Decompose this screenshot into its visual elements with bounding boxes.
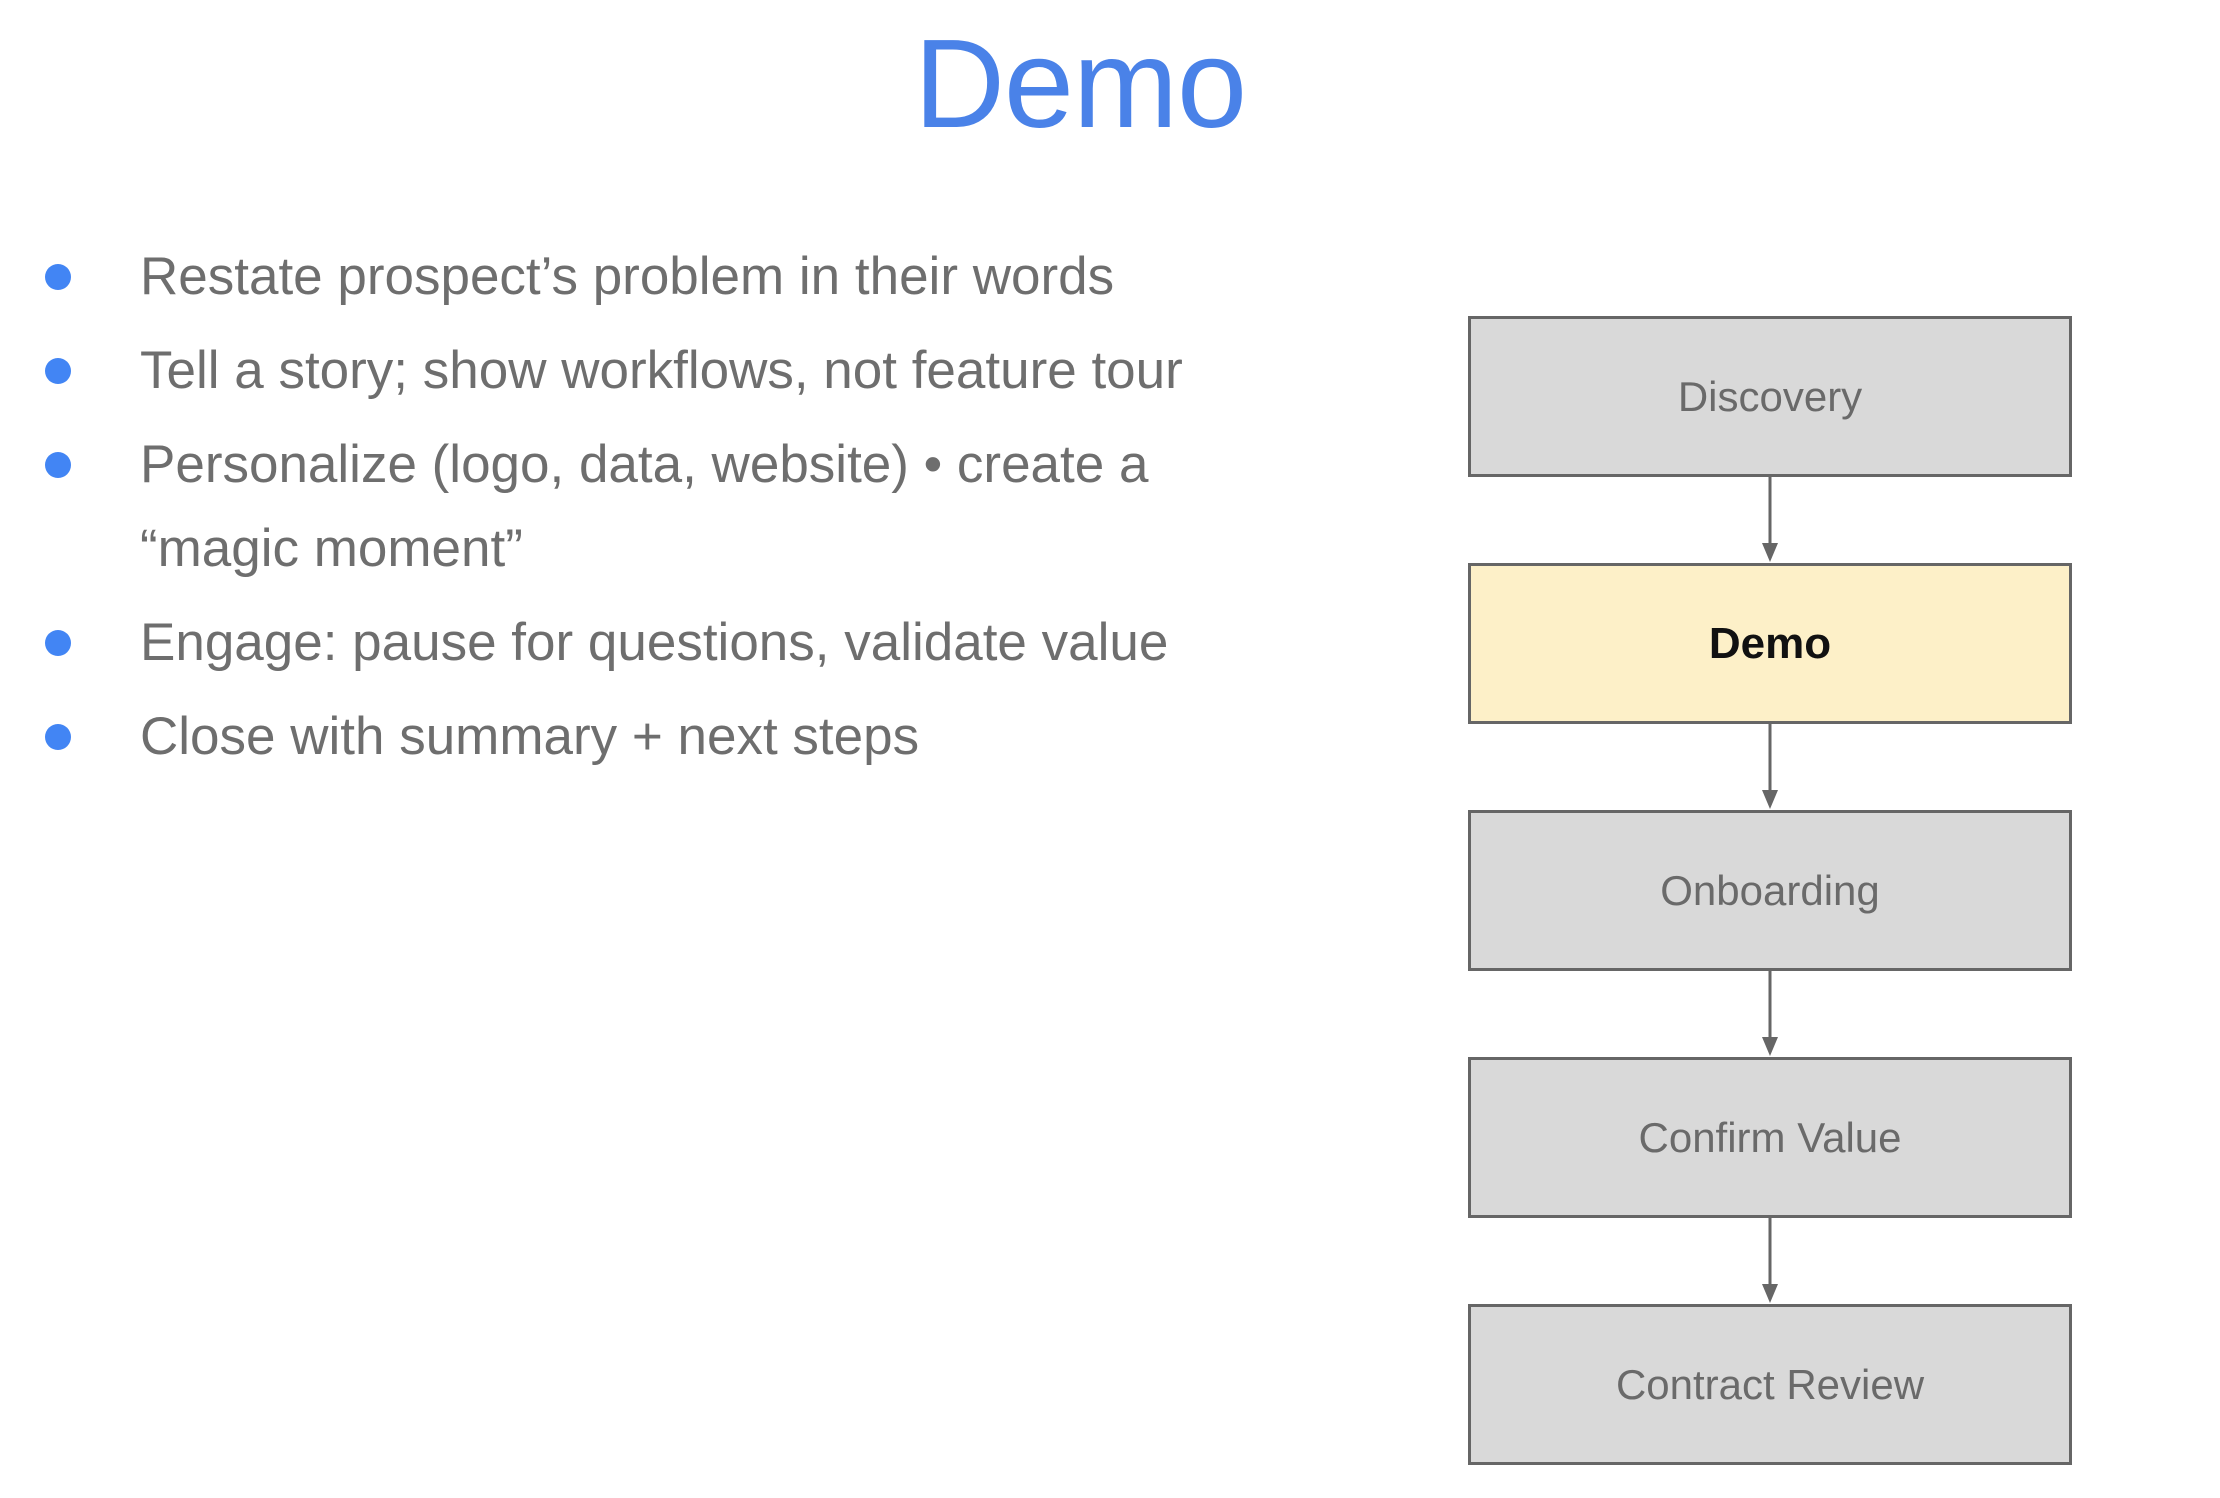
bullet-dot-icon [45,724,71,750]
list-item: Restate prospect’s problem in their word… [45,235,1465,319]
flow-step-label: Confirm Value [1638,1113,1902,1161]
flow-step-label: Contract Review [1615,1360,1925,1408]
bullet-text: Personalize (logo, data, website) • crea… [140,435,1149,494]
flow-step-onboarding: Onboarding [1468,810,2072,971]
flow-step-label: Demo [1708,618,1832,668]
list-item: Tell a story; show workflows, not featur… [45,329,1465,413]
bullet-dot-icon [45,358,71,384]
flow-arrow-icon [1468,724,2072,810]
list-item: Personalize (logo, data, website) • crea… [45,423,1465,591]
list-item: Engage: pause for questions, validate va… [45,601,1465,685]
list-item: Close with summary + next steps [45,695,1465,779]
flow-step-demo: Demo [1468,563,2072,724]
flowchart: Discovery Demo Onboarding [1468,316,2072,1465]
bullet-dot-icon [45,630,71,656]
flow-arrow-icon [1468,477,2072,563]
bullet-list: Restate prospect’s problem in their word… [45,235,1465,789]
bullet-dot-icon [45,264,71,290]
flow-step-label: Discovery [1677,372,1863,420]
flow-arrow-icon [1468,971,2072,1057]
flow-arrow-icon [1468,1218,2072,1304]
flow-step-label: Onboarding [1660,866,1880,914]
bullet-text: Restate prospect’s problem in their word… [140,247,1115,306]
bullet-text: Tell a story; show workflows, not featur… [140,341,1183,400]
flow-step-discovery: Discovery [1468,316,2072,477]
bullet-text: Engage: pause for questions, validate va… [140,613,1169,672]
flow-step-contract-review: Contract Review [1468,1304,2072,1465]
flow-step-confirm-value: Confirm Value [1468,1057,2072,1218]
bullet-text: Close with summary + next steps [140,707,920,766]
bullet-dot-icon [45,452,71,478]
page-title: Demo [913,13,1247,154]
bullet-text-wrap: “magic moment” [140,519,523,578]
